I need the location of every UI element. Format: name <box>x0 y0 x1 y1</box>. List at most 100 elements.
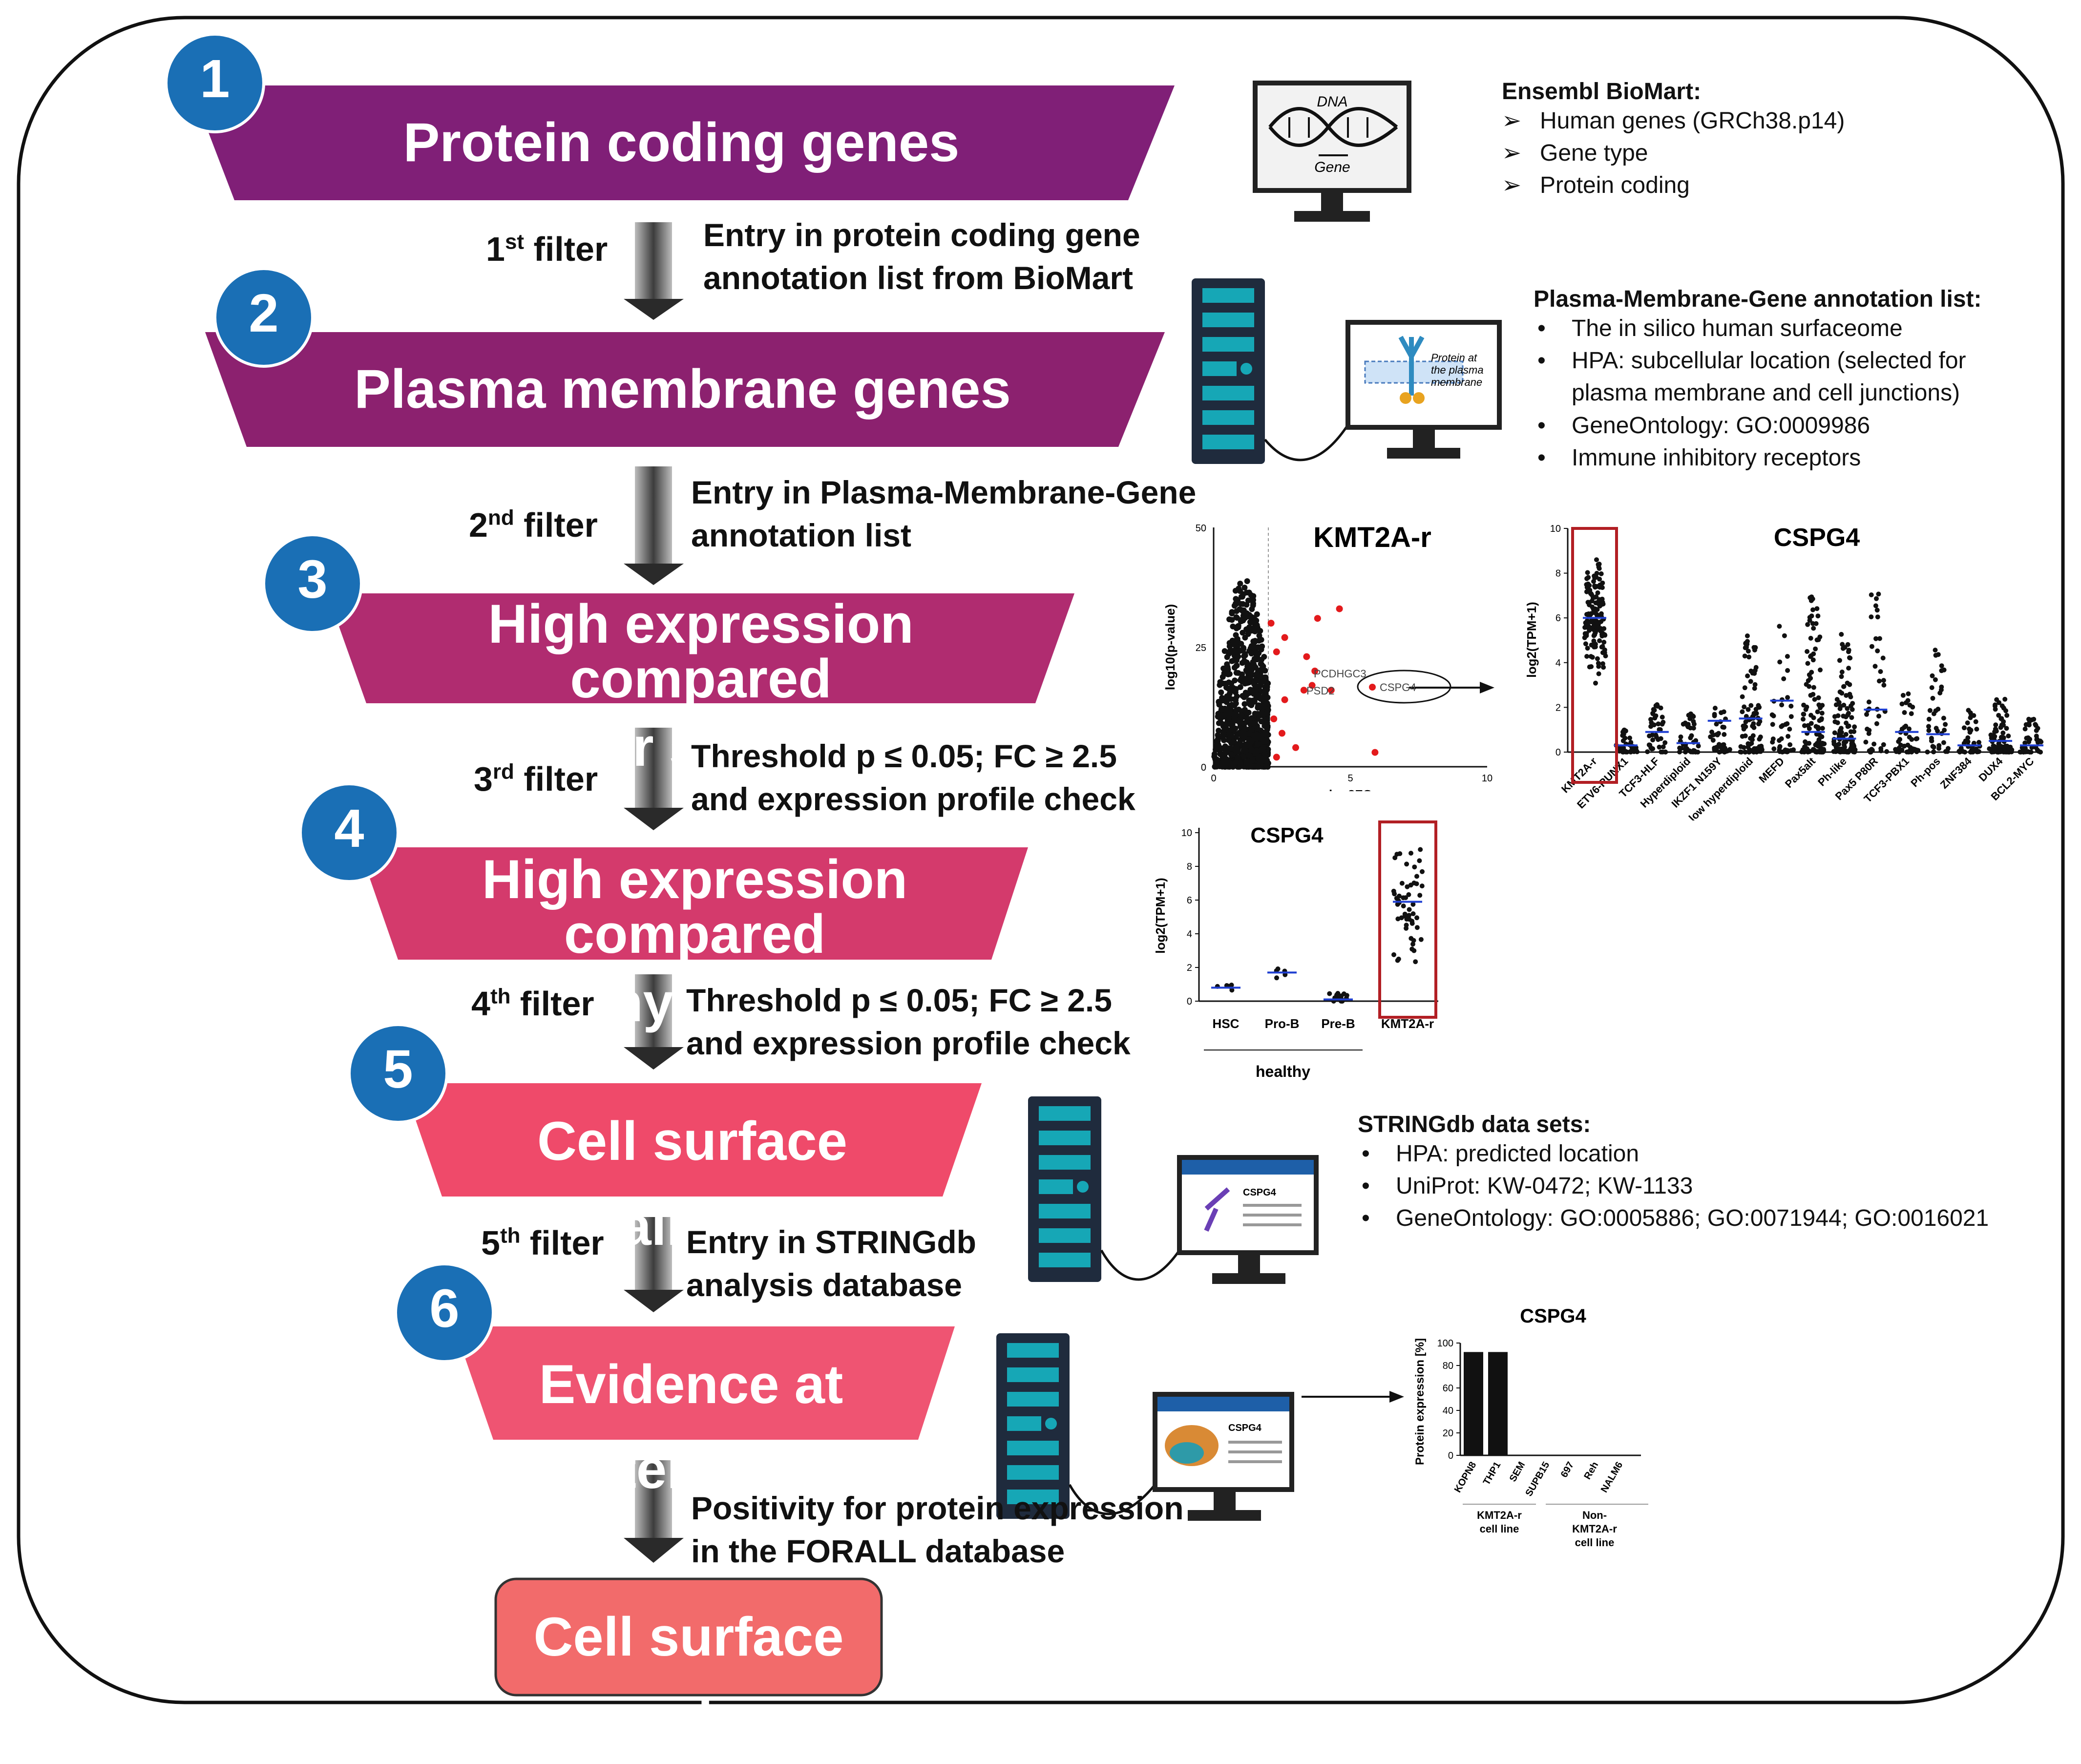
healthy-point <box>1396 956 1401 962</box>
subgroup-point <box>1752 682 1758 687</box>
subgroup-point <box>1597 597 1602 602</box>
subgroup-point <box>1770 739 1775 745</box>
membrane-label-2: the plasma <box>1431 364 1484 376</box>
subgroup-point <box>1833 702 1839 708</box>
step-title-3-line1: High expression compared <box>488 593 914 709</box>
arrow-to-cspg4-panel <box>1409 682 1494 693</box>
subgroup-point <box>1819 711 1825 716</box>
volcano-highlight-point <box>1314 615 1321 622</box>
subgroup-point <box>1620 733 1625 738</box>
volcano-point <box>1224 697 1230 703</box>
healthy-point <box>1397 893 1402 899</box>
volcano-ylabel: log10(p-value) <box>1165 604 1177 690</box>
healthy-point <box>1418 937 1424 942</box>
volcano-point <box>1244 578 1250 584</box>
subgroup-point <box>1814 732 1819 737</box>
healthy-point <box>1392 891 1397 897</box>
subgroup-point <box>1681 721 1686 727</box>
subgroup-point <box>1841 714 1846 719</box>
subgroup-point <box>1785 721 1790 726</box>
subgroup-point <box>2001 719 2006 724</box>
subgroup-point <box>1926 724 1931 729</box>
volcano-point <box>1254 741 1261 748</box>
string-screen-label: CSPG4 <box>1243 1187 1277 1198</box>
volcano-xlabel: log2FC <box>1329 787 1372 791</box>
subgroup-point <box>1745 639 1750 644</box>
forall-screen-label: CSPG4 <box>1228 1423 1262 1433</box>
subgroup-point <box>1927 708 1933 713</box>
outer-frame <box>17 16 2065 1704</box>
subgroup-point <box>1748 748 1753 753</box>
subgroup-point <box>1846 711 1851 716</box>
forall-category-label: NALM6 <box>1599 1460 1625 1495</box>
subgroup-point <box>1751 725 1757 730</box>
membrane-label-1: Protein at <box>1431 352 1477 364</box>
subgroup-point <box>1941 715 1946 721</box>
list-item: Protein coding <box>1502 169 1845 202</box>
plasma-membrane-annotation: Plasma-Membrane-Gene annotation list: Th… <box>1534 286 1982 474</box>
volcano-point <box>1224 708 1230 714</box>
subgroup-point <box>1999 703 2005 709</box>
filter-arrow-5 <box>624 1217 684 1312</box>
subgroup-point <box>1742 704 1747 710</box>
subgroup-point <box>1967 726 1972 732</box>
funnel-step-1 <box>190 85 1175 200</box>
volcano-point <box>1219 735 1226 740</box>
volcano-point <box>1230 739 1236 745</box>
volcano-point <box>1255 763 1261 770</box>
subgroup-point <box>1742 653 1747 659</box>
filter-label-5: 5th filter <box>481 1223 604 1262</box>
subgroup-point <box>1752 711 1757 716</box>
subgroup-point <box>1753 645 1758 650</box>
subgroup-point <box>1851 729 1857 734</box>
subgroup-point <box>1748 679 1753 684</box>
dna-label: DNA <box>1317 94 1347 110</box>
volcano-xtick-5: 5 <box>1347 773 1353 784</box>
subgroup-point <box>1962 750 1968 755</box>
subgroup-point <box>1779 724 1784 729</box>
volcano-point <box>1227 761 1234 767</box>
volcano-point <box>1242 651 1248 657</box>
volcano-label-cspg4: CSPG4 <box>1380 681 1416 693</box>
subgroup-point <box>1710 737 1716 743</box>
volcano-point <box>1237 719 1243 726</box>
subgroup-point <box>1849 715 1854 720</box>
subgroup-point <box>1832 730 1837 735</box>
subgroup-point <box>1837 658 1842 663</box>
subgroup-point <box>2027 718 2032 724</box>
volcano-point <box>1217 679 1223 685</box>
subgroup-point <box>1661 719 1666 725</box>
healthy-point <box>1408 936 1414 941</box>
volcano-point <box>1216 720 1222 726</box>
subgroup-point <box>1589 625 1594 630</box>
subgroup-point <box>1841 684 1847 689</box>
volcano-point <box>1225 737 1232 743</box>
subgroup-category-label: ZNF384 <box>1938 755 1974 791</box>
step-title-2: Plasma membrane genes <box>354 358 1011 420</box>
volcano-point <box>1229 726 1235 732</box>
step-title-3: High expression compared to other subgro… <box>366 597 1035 775</box>
volcano-point <box>1264 694 1271 701</box>
volcano-point <box>1230 648 1236 654</box>
step-title-3-line2: to other subgroups <box>450 716 952 777</box>
volcano-point <box>1254 627 1261 633</box>
subgroup-point <box>1663 749 1668 755</box>
subgroup-point <box>2021 747 2026 752</box>
subgroup-point <box>1906 691 1911 696</box>
forall-group-1-line2: cell line <box>1480 1523 1519 1535</box>
subgroup-point <box>1844 693 1849 698</box>
subgroup-point <box>1839 674 1844 679</box>
forall-category-label: SEM <box>1508 1460 1528 1484</box>
volcano-point <box>1211 751 1218 757</box>
tick-label: 4 <box>1555 658 1561 669</box>
subgroup-point <box>1750 733 1756 738</box>
subgroup-point <box>1771 746 1777 752</box>
subgroup-point <box>1909 711 1914 716</box>
volcano-label-pcdhgc3: PCDHGC3 <box>1314 668 1366 680</box>
subgroup-point <box>1594 624 1599 629</box>
subgroup-point <box>1881 742 1886 747</box>
healthy-point <box>1404 923 1409 928</box>
tick-label: 60 <box>1443 1383 1453 1394</box>
